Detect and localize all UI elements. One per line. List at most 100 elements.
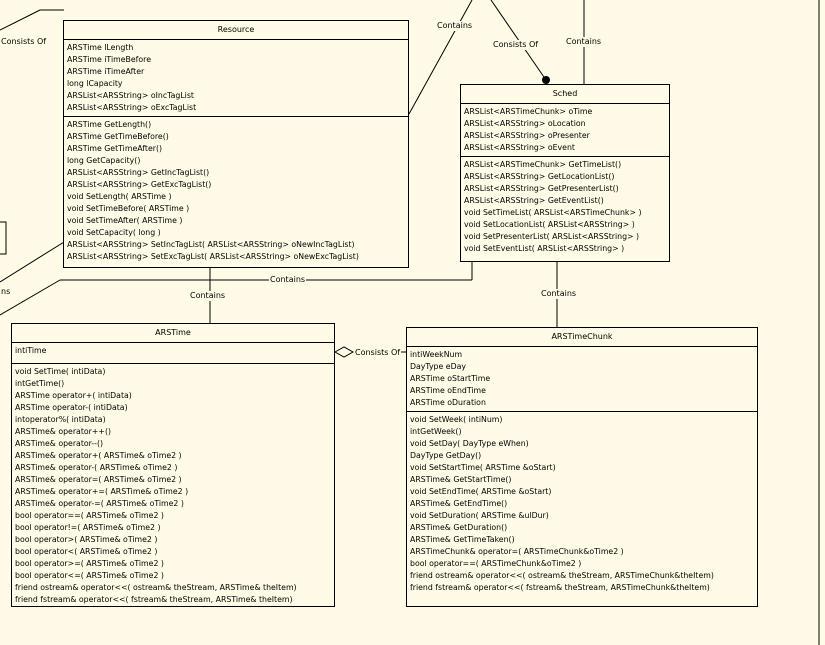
class-method: ARSList<ARSString> SetIncTagList( ARSLis… [67,240,355,249]
left-clipped-box [0,221,7,255]
class-method: ARSList<ARSTimeChunk> GetTimeList() [464,160,622,169]
class-method: ARSTime& operator-( ARSTime& oTime2 ) [15,463,178,472]
class-method: ARSTime operator-( intiData) [15,403,128,412]
class-method: ARSTime GetTimeAfter() [67,144,163,153]
aggregation-diamond [333,346,355,358]
class-method: ARSTime& operator++() [15,427,112,436]
class-method: ARSList<ARSString> GetPresenterList() [464,184,619,193]
class-method: void SetTimeBefore( ARSTime ) [67,204,190,213]
class-method: bool operator==( ARSTimeChunk&oTime2 ) [410,559,582,568]
class-attribute: ARSList<ARSTimeChunk> oTime [464,107,593,116]
class-arstime[interactable]: ARSTime intiTime void SetTime( intiData)… [11,323,335,607]
edge-resource-left-frame [0,9,41,31]
class-attribute: ARSTime iTimeBefore [67,55,151,64]
class-method: ARSTime operator+( intiData) [15,391,132,400]
class-method: ARSTime& GetDuration() [410,523,508,532]
class-method: ARSList<ARSString> GetLocationList() [464,172,615,181]
class-method: void SetTimeList( ARSList<ARSTimeChunk> … [464,208,642,217]
class-method: ARSTime& GetTimeTaken() [410,535,515,544]
class-method: ARSTime& operator--() [15,439,104,448]
class-attribute: ARSList<ARSString> oExcTagList [67,103,197,112]
class-method: bool operator==( ARSTime& oTime2 ) [15,511,164,520]
edge-contains-middle [0,279,61,316]
class-method: long GetCapacity() [67,156,141,165]
label-contains-middle: Contains [269,275,307,285]
label-consists-of-sched: Consists Of [492,40,540,50]
class-attribute: intiTime [15,346,47,355]
class-resource-name: Resource [64,21,408,40]
label-contains-top-right: Contains [565,37,603,47]
class-method: void SetEndTime( ARSTime &oStart) [410,487,552,496]
class-attribute: ARSTime oEndTime [410,386,486,395]
class-method: bool operator>=( ARSTime& oTime2 ) [15,559,164,568]
label-contains-resource-arstime: Contains [189,291,227,301]
class-method: intGetTime() [15,379,65,388]
class-method: ARSTime& operator+=( ARSTime& oTime2 ) [15,487,189,496]
class-method: void SetTimeAfter( ARSTime ) [67,216,183,225]
class-method: bool operator<( ARSTime& oTime2 ) [15,547,158,556]
class-attribute: ARSList<ARSString> oIncTagList [67,91,194,100]
class-method: void SetDuration( ARSTime &ulDur) [410,511,549,520]
class-method: ARSTime& operator=( ARSTime& oTime2 ) [15,475,182,484]
class-method: ARSTime& operator-=( ARSTime& oTime2 ) [15,499,184,508]
class-method: void SetPresenterList( ARSList<ARSString… [464,232,640,241]
class-method: friend ostream& operator<<( ostream& the… [15,583,297,592]
class-method: ARSTime& GetStartTime() [410,475,512,484]
class-attribute: ARSList<ARSString> oLocation [464,119,586,128]
class-arstime-attributes: intiTime [12,343,334,364]
class-attribute: ARSTime oDuration [410,398,486,407]
edge-resource-contains-top [408,0,473,115]
class-method: ARSTime& GetEndTime() [410,499,508,508]
edge-left-fragment-1 [0,241,65,283]
label-consists-of-arstime: Consists Of [354,348,402,358]
class-attribute: ARSList<ARSString> oEvent [464,143,575,152]
class-sched-name: Sched [461,85,669,104]
class-method: DayType GetDay() [410,451,482,460]
class-method: ARSList<ARSString> GetIncTagList() [67,168,210,177]
class-method: void SetStartTime( ARSTime &oStart) [410,463,556,472]
class-arstimechunk-name: ARSTimeChunk [407,328,757,347]
composition-dot [542,76,550,84]
class-attribute: ARSList<ARSString> oPresenter [464,131,590,140]
class-method: bool operator>( ARSTime& oTime2 ) [15,535,158,544]
class-method: void SetDay( DayType eWhen) [410,439,529,448]
class-arstimechunk-methods: void SetWeek( intiNum) intGetWeek() void S… [407,412,757,596]
class-arstime-name: ARSTime [12,324,334,343]
class-attribute: ARSTime lLength [67,43,134,52]
label-consists-of-left: Consists Of [0,37,48,47]
class-attribute: DayType eDay [410,362,466,371]
label-contains-top: Contains [436,21,474,31]
class-resource-methods: ARSTime GetLength() ARSTime GetTimeBefore… [64,117,408,265]
class-method: ARSTime GetLength() [67,120,152,129]
class-attribute: intiWeekNum [410,350,463,359]
class-method: void SetEventList( ARSList<ARSString> ) [464,244,625,253]
class-method: ARSList<ARSString> GetEventList() [464,196,604,205]
class-method: friend fstream& operator<<( fstream& the… [15,595,293,604]
label-left-edge-fragment: ns [0,287,12,297]
class-method: void SetLocationList( ARSList<ARSString>… [464,220,635,229]
class-method: ARSList<ARSString> GetExcTagList() [67,180,212,189]
class-method: void SetLength( ARSTime ) [67,192,172,201]
class-method: bool operator<=( ARSTime& oTime2 ) [15,571,164,580]
class-method: void SetCapacity( long ) [67,228,161,237]
class-attribute: ARSTime oStartTime [410,374,491,383]
class-method: intGetWeek() [410,427,462,436]
class-attribute: ARSTime iTimeAfter [67,67,145,76]
class-arstime-methods: void SetTime( intiData)intGetTime()ARSTi… [12,364,334,608]
class-method: intoperator%( intiData) [15,415,106,424]
class-method: friend ostream& operator<<( ostream& the… [410,571,714,580]
label-contains-sched-chunk: Contains [540,289,578,299]
class-method: ARSTimeChunk& operator=( ARSTimeChunk&oT… [410,547,624,556]
class-method: ARSList<ARSString> SetExcTagList( ARSLis… [67,252,359,261]
class-sched-methods: ARSList<ARSTimeChunk> GetTimeList() ARSLi… [461,157,669,257]
class-method: ARSTime& operator+( ARSTime& oTime2 ) [15,451,182,460]
class-method: ARSTime GetTimeBefore() [67,132,169,141]
class-method: void SetWeek( intiNum) [410,415,503,424]
class-method: bool operator!=( ARSTime& oTime2 ) [15,523,161,532]
